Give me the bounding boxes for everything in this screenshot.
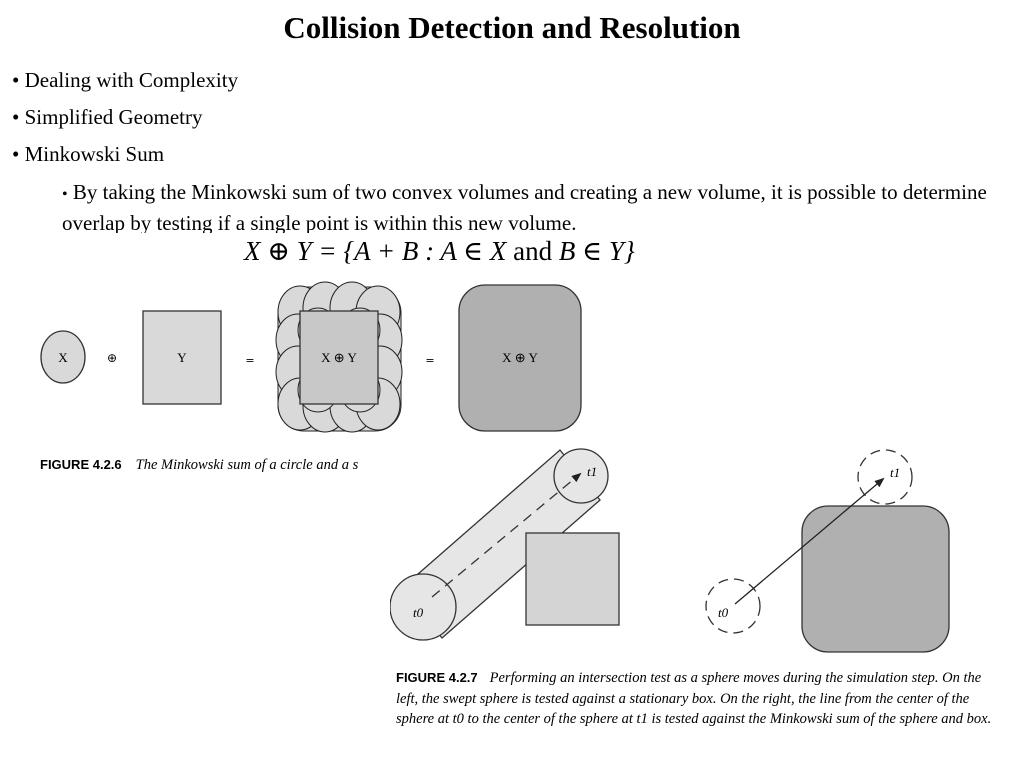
- bullet-dealing-with-complexity: • Dealing with Complexity: [12, 68, 239, 92]
- bullet-simplified-geometry: • Simplified Geometry: [12, 105, 203, 129]
- sum-label: X ⊕ Y: [321, 350, 357, 365]
- equals-2: =: [425, 354, 434, 367]
- sweep-path-line: [431, 472, 582, 598]
- t0-right-label: t0: [718, 605, 729, 620]
- figure-4-2-7-label: FIGURE 4.2.7: [396, 670, 478, 685]
- result-rounded-box: [458, 284, 582, 432]
- sum-inner-box: [299, 310, 379, 405]
- formula-and: and: [513, 236, 553, 266]
- t1-left-label: t1: [587, 464, 597, 479]
- result-label: X ⊕ Y: [502, 350, 538, 365]
- minkowski-sum-box: [801, 505, 950, 653]
- figure-4-2-7-caption-text: Performing an intersection test as a sph…: [396, 670, 992, 727]
- t1-right-label: t1: [890, 465, 900, 480]
- figure-4-2-6-caption: FIGURE 4.2.6 The Minkowski sum of a circ…: [40, 456, 380, 478]
- figure-4-2-6: X ⊕ Y = X ⊕ Y = X ⊕ Y: [40, 281, 582, 433]
- equals-1: =: [245, 354, 254, 367]
- slide-title: Collision Detection and Resolution: [283, 10, 741, 45]
- figure-4-2-6-label: FIGURE 4.2.6: [40, 457, 122, 472]
- sub-bullet-text: By taking the Minkowski sum of two conve…: [62, 180, 987, 233]
- circle-x-label: X: [58, 350, 68, 365]
- t0-left-label: t0: [413, 605, 424, 620]
- circle-x: [40, 330, 86, 384]
- sub-bullet-minkowski-description: • By taking the Minkowski sum of two con…: [62, 178, 1002, 233]
- minkowski-formula: X ⊕ Y = {A + B : A ∈ X and B ∈ Y}: [244, 236, 635, 267]
- box-y: [142, 310, 222, 405]
- figure-4-2-6-caption-text: The Minkowski sum of a circle and a s: [135, 457, 359, 473]
- sphere-t1-dashed: [857, 449, 913, 505]
- plus-symbol: ⊕: [107, 351, 117, 365]
- formula-rhs: B ∈ Y}: [552, 236, 635, 266]
- sphere-t0-dashed: [705, 578, 761, 634]
- bullet-minkowski-sum: • Minkowski Sum: [12, 142, 165, 166]
- box-y-label: Y: [177, 350, 187, 365]
- stationary-box: [525, 532, 620, 626]
- sphere-end-t1: [553, 448, 609, 504]
- formula-lhs: X ⊕ Y = {A + B : A ∈ X: [244, 236, 514, 266]
- center-path-line: [734, 477, 885, 605]
- figure-4-2-7: t1 t0 t1 t0: [390, 448, 950, 653]
- sub-bullet-marker: •: [62, 186, 68, 203]
